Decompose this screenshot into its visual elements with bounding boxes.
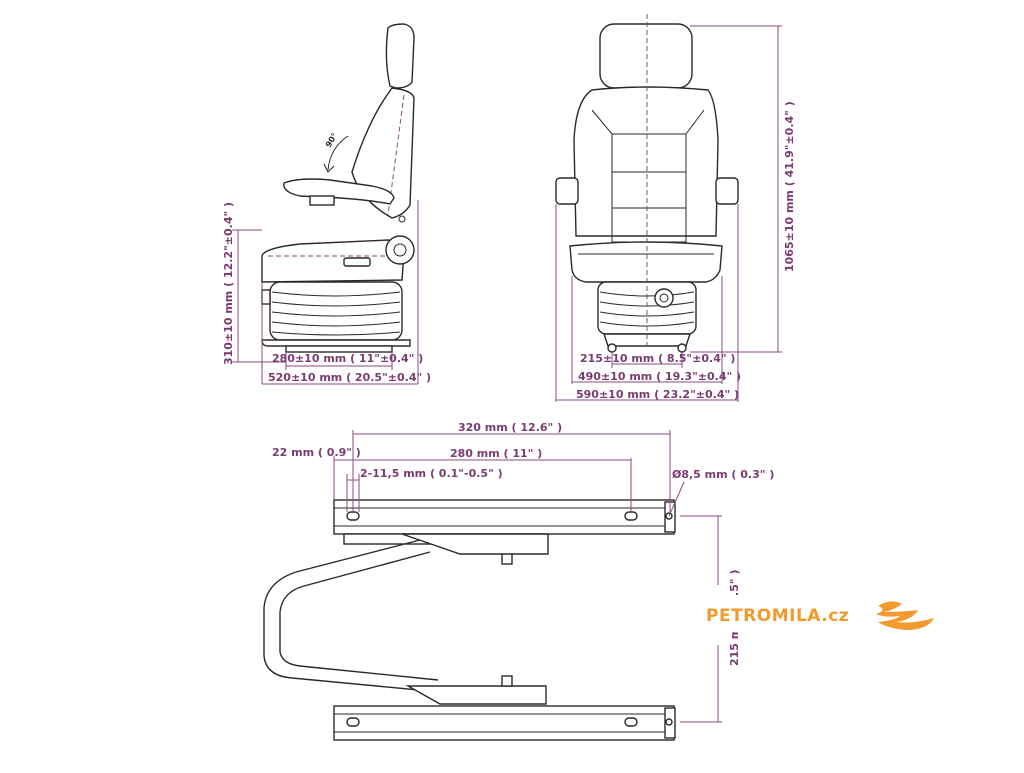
brand-name: PETROMILA.cz — [706, 606, 849, 626]
front-backrest — [573, 86, 719, 237]
side-seat-depth-label: 520±10 mm ( 20.5"±0.4" ) — [268, 371, 431, 384]
side-base-rail — [261, 339, 411, 347]
rail-top-hole-right — [624, 511, 638, 521]
front-knob — [654, 288, 674, 308]
front-armrest-right — [715, 177, 739, 205]
brand-logo: PETROMILA.cz — [700, 596, 940, 632]
front-total-height-label: 1065±10 mm ( 41.9"±0.4" ) — [783, 101, 796, 272]
rail-bottom-hole-right — [624, 717, 638, 727]
rail-slot-label: 2-11,5 mm ( 0.1"-0.5" ) — [360, 467, 503, 480]
front-foot-right — [677, 343, 687, 353]
front-knob-inner — [659, 293, 669, 303]
rail-bottom-stud — [501, 675, 513, 687]
side-pivot-inner — [393, 243, 407, 257]
rail-overall-length-label: 320 mm ( 12.6" ) — [458, 421, 562, 434]
rail-hole-diameter-label: Ø8,5 mm ( 0.3" ) — [672, 468, 774, 481]
side-armrest — [283, 178, 395, 205]
front-headrest — [599, 23, 693, 89]
side-tilt-arrow — [323, 163, 335, 173]
side-armrest-bracket — [309, 195, 335, 206]
side-backrest-pivot — [398, 215, 406, 223]
front-seat-width-label: 490±10 mm ( 19.3"±0.4" ) — [578, 370, 741, 383]
side-view: 90° 310±10 mm ( 12.2"±0.4" ) 280±10 mm — [222, 23, 431, 385]
side-bellows — [269, 281, 403, 341]
rail-top — [333, 499, 675, 535]
rail-bottom — [333, 705, 675, 741]
slide-loop-bar — [263, 539, 441, 693]
side-tilt-arc — [327, 135, 349, 171]
side-base-width-label: 280±10 mm ( 11"±0.4" ) — [272, 352, 423, 365]
front-overall-width-label: 590±10 mm ( 23.2"±0.4" ) — [576, 388, 739, 401]
slide-lower-plate — [405, 685, 547, 705]
side-base-plate — [285, 345, 393, 353]
rail-bottom-hole-left — [346, 717, 360, 727]
side-cushion — [261, 239, 405, 283]
front-back-panel — [611, 133, 687, 243]
side-height-label: 310±10 mm ( 12.2"±0.4" ) — [222, 202, 235, 365]
side-lever — [343, 257, 371, 267]
front-base-width-label: 215±10 mm ( 8.5"±0.4" ) — [580, 352, 735, 365]
rail-view: 320 mm ( 12.6" ) 280 mm ( 11" ) 22 mm ( … — [263, 421, 776, 741]
rail-bottom-pin — [665, 718, 673, 726]
front-cushion — [569, 241, 723, 283]
rail-top-hole-left — [346, 511, 360, 521]
side-handle — [261, 289, 271, 305]
rail-hole-spacing-label: 280 mm ( 11" ) — [450, 447, 542, 460]
front-view: 1065±10 mm ( 41.9"±0.4" ) 215±10 mm ( 8.… — [555, 14, 796, 402]
slide-upper-plate — [401, 533, 549, 555]
front-foot-left — [607, 343, 617, 353]
side-headrest — [385, 23, 415, 89]
front-armrest-left — [555, 177, 579, 205]
rail-end-offset-label: 22 mm ( 0.9" ) — [272, 446, 361, 459]
side-pivot-knob — [385, 235, 415, 265]
brand-swirl-icon — [876, 601, 934, 630]
